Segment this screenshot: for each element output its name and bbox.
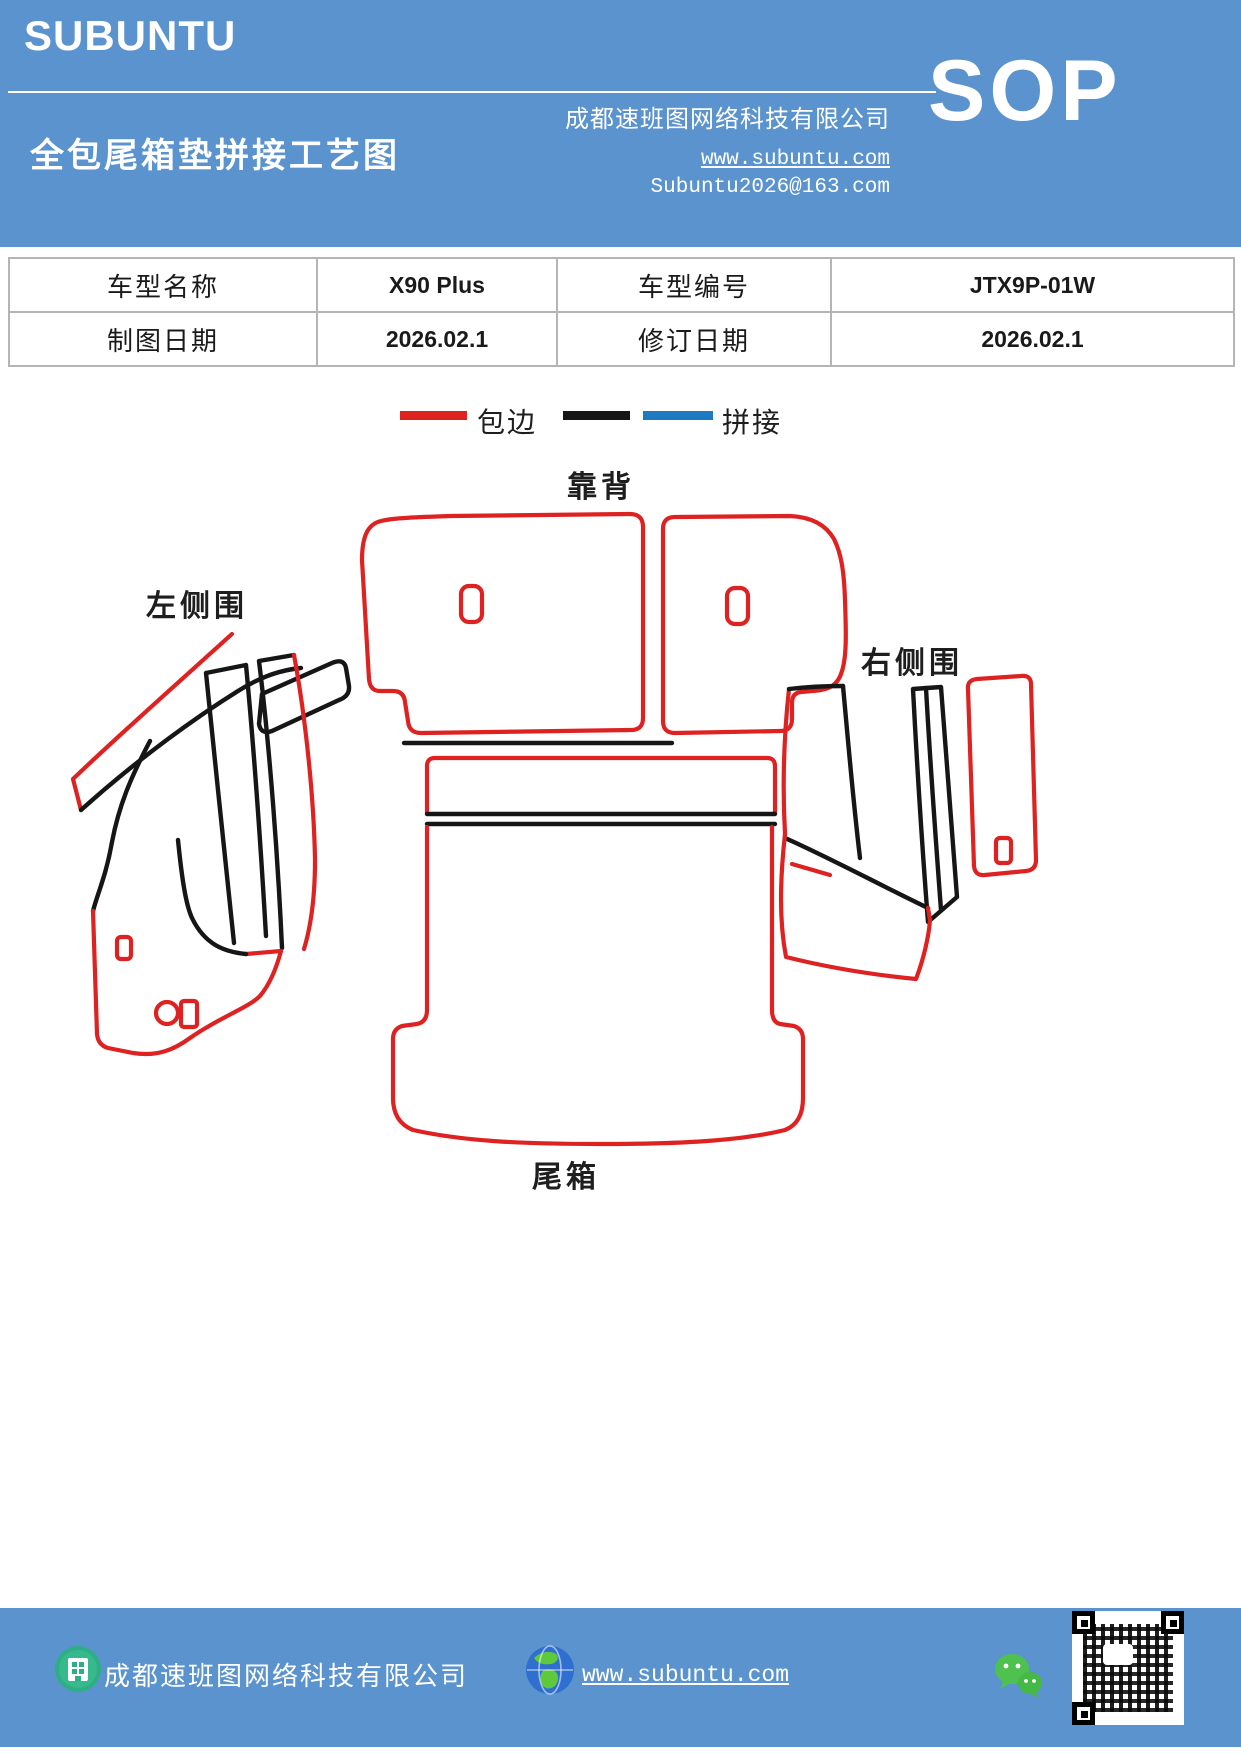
qr-code: [1072, 1611, 1184, 1725]
wechat-icon: [995, 1654, 1042, 1698]
qr-finder-bottom-left: [1072, 1702, 1095, 1725]
header-email: Subuntu2026@163.com: [650, 176, 890, 199]
brand-logo: SUBUNTU: [24, 12, 237, 59]
qr-finder-top-left: [1072, 1611, 1095, 1634]
qr-finder-top-right: [1161, 1611, 1184, 1634]
header-website-link[interactable]: www.subuntu.com: [700, 148, 890, 171]
revise-date-value: 2026.02.1: [830, 311, 1235, 367]
left-side-label: 左侧围: [146, 590, 248, 623]
footer-band: 成都速班图网络科技有限公司 www.subuntu.com: [0, 1608, 1241, 1747]
right-side-label: 右侧围: [861, 647, 963, 680]
page-title: 全包尾箱垫拼接工艺图: [30, 138, 400, 175]
binding-legend-label: 包边: [477, 407, 538, 438]
table-row: 车型名称 X90 Plus 车型编号 JTX9P-01W: [8, 257, 1235, 313]
right-side-piece: [778, 673, 1039, 982]
backrest-label: 靠背: [567, 471, 635, 504]
footer-website-link[interactable]: www.subuntu.com: [582, 1662, 790, 1688]
left-side-piece: [70, 631, 352, 1057]
sop-badge: SOP: [928, 43, 1122, 139]
globe-icon: [526, 1645, 574, 1695]
home-icon: [55, 1646, 101, 1692]
header-band: SUBUNTU 全包尾箱垫拼接工艺图 成都速班图网络科技有限公司 SOP www…: [0, 0, 1241, 247]
qr-pattern: [1083, 1624, 1173, 1712]
model-name-value: X90 Plus: [316, 257, 558, 313]
trunk-label: 尾箱: [532, 1161, 600, 1194]
draw-date-value: 2026.02.1: [316, 311, 558, 367]
backrest-right-piece: [660, 513, 848, 736]
model-code-value: JTX9P-01W: [830, 257, 1235, 313]
header-company-name: 成都速班图网络科技有限公司: [565, 107, 890, 133]
backrest-left-piece: [359, 511, 646, 736]
header-links: www.subuntu.com Subuntu2026@163.com: [500, 148, 890, 199]
header-divider: [8, 91, 936, 93]
splice-legend-label: 拼接: [722, 407, 783, 438]
footer-company-name: 成都速班图网络科技有限公司: [104, 1662, 469, 1691]
table-row: 制图日期 2026.02.1 修订日期 2026.02.1: [8, 311, 1235, 367]
splice-blue-swatch: [643, 411, 713, 420]
vehicle-info-table: 车型名称 X90 Plus 车型编号 JTX9P-01W 制图日期 2026.0…: [8, 257, 1235, 367]
model-name-label: 车型名称: [8, 257, 318, 313]
model-code-label: 车型编号: [556, 257, 832, 313]
qr-center-logo: [1103, 1644, 1133, 1665]
draw-date-label: 制图日期: [8, 311, 318, 367]
revise-date-label: 修订日期: [556, 311, 832, 367]
trunk-piece: [390, 740, 806, 1147]
splice-black-swatch: [563, 411, 630, 420]
binding-line-swatch: [400, 411, 467, 420]
